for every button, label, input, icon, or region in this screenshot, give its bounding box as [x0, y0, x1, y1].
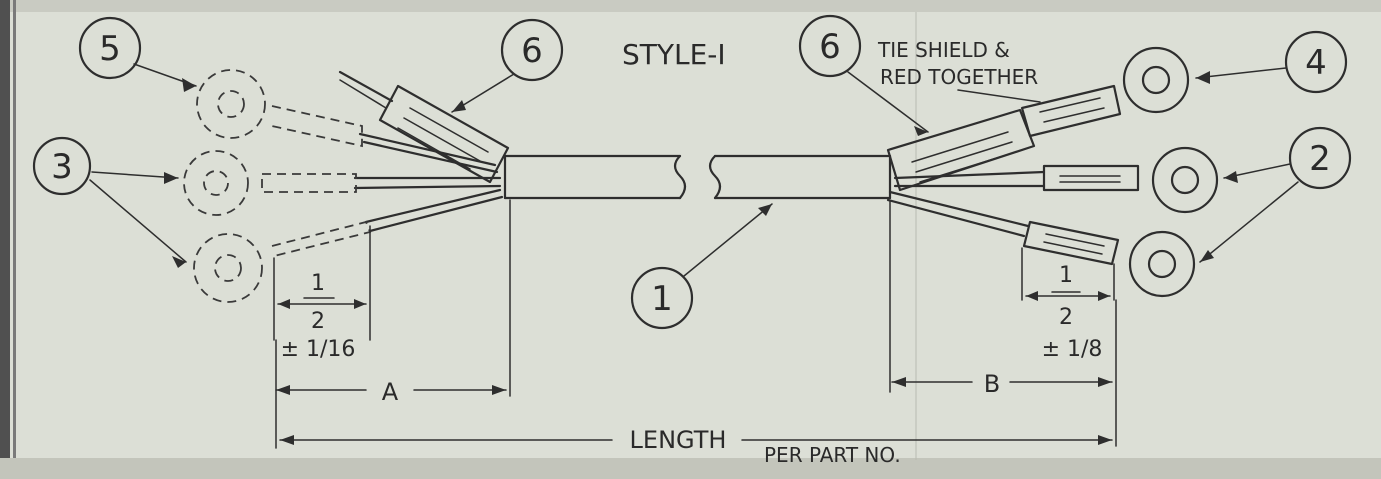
svg-text:2: 2: [1309, 139, 1331, 179]
svg-text:2: 2: [311, 309, 325, 334]
svg-text:1: 1: [1059, 263, 1073, 288]
arrowheads: [164, 71, 1238, 445]
note-red-together: RED TOGETHER: [880, 65, 1038, 89]
dim-left-tolerance: ± 1/16: [281, 337, 356, 362]
svg-text:1: 1: [311, 271, 325, 296]
right-wire-middle: [893, 164, 1140, 192]
svg-text:2: 2: [1059, 305, 1073, 330]
dim-right-tolerance: ± 1/8: [1042, 337, 1103, 362]
dim-length: LENGTH PER PART NO.: [275, 339, 1113, 467]
callout-3: 3: [32, 136, 187, 263]
svg-text:B: B: [984, 370, 1000, 398]
svg-text:6: 6: [819, 27, 841, 67]
style-label: STYLE-I: [622, 38, 726, 71]
callout-4: 4: [1195, 30, 1348, 94]
cable-left-segment: [503, 154, 687, 200]
left-terminal-bottom: [193, 233, 263, 303]
svg-text:5: 5: [99, 29, 121, 69]
paper-left-border: [0, 0, 10, 479]
right-wire-top: [1020, 84, 1122, 138]
dim-right-strip: 1 2 ± 1/8: [1021, 247, 1115, 362]
paper-left-rule: [13, 0, 16, 479]
right-terminal-bottom: [1128, 230, 1196, 298]
callout-6-right: 6: [798, 14, 929, 133]
svg-text:6: 6: [521, 31, 543, 71]
paper-top-edge: [0, 0, 1381, 12]
dim-b: B: [889, 199, 1117, 447]
right-terminal-top: [1122, 46, 1190, 114]
left-terminal-top: [196, 69, 266, 139]
left-wire-top: [271, 105, 499, 174]
dim-a: A: [275, 199, 511, 406]
paper-bottom-edge: [0, 458, 1381, 479]
note-tie-shield: TIE SHIELD &: [877, 38, 1010, 62]
left-wire-bottom: [271, 188, 504, 257]
right-wire-bottom: [886, 190, 1120, 266]
left-terminal-middle: [183, 150, 249, 216]
svg-text:1: 1: [651, 279, 673, 319]
svg-text:A: A: [382, 378, 399, 406]
left-wire-middle: [261, 173, 502, 193]
svg-text:3: 3: [51, 147, 73, 187]
callout-1: 1: [630, 203, 773, 330]
length-label: LENGTH: [630, 426, 727, 454]
length-sub-label: PER PART NO.: [764, 443, 901, 467]
note-underline: [957, 89, 1041, 103]
right-terminal-middle: [1151, 146, 1219, 214]
svg-text:4: 4: [1305, 43, 1327, 83]
callout-2: 2: [1199, 126, 1352, 263]
dim-left-strip: 1 2 ± 1/16: [273, 225, 371, 362]
